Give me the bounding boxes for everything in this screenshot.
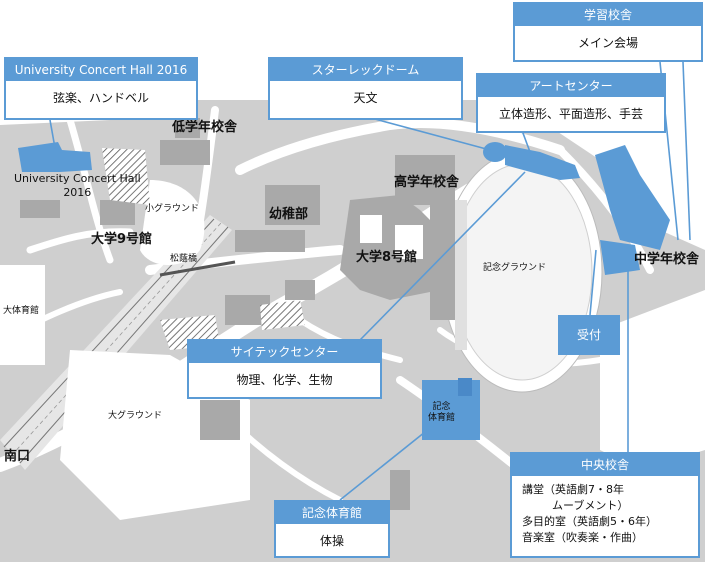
label-small-ground: 小グラウンド <box>145 204 200 214</box>
callout-learning-building[interactable]: 学習校舎 メイン会場 <box>513 2 703 62</box>
label-big-gym: 大体育館 <box>3 306 40 316</box>
big-gym-area <box>0 265 45 365</box>
callout-title: University Concert Hall 2016 <box>6 59 196 81</box>
label-concert-hall-2016: University Concert Hall 2016 <box>14 172 141 199</box>
label-middle-school: 中学年校舎 <box>634 252 700 267</box>
label-memorial-ground: 記念グラウンド <box>483 263 547 273</box>
label-low-school: 低学年校舎 <box>172 120 238 135</box>
label-univ9: 大学9号館 <box>91 232 153 247</box>
bridge-line <box>159 260 236 277</box>
label-big-ground: 大グラウンド <box>108 411 163 421</box>
callout-memorial-gym[interactable]: 記念体育館 体操 <box>274 500 390 558</box>
callout-art-center[interactable]: アートセンター 立体造形、平面造形、手芸 <box>476 73 666 133</box>
callout-body: 天文 <box>353 91 378 105</box>
callout-concert-hall[interactable]: University Concert Hall 2016 弦楽、ハンドベル <box>4 57 198 120</box>
callout-body: 弦楽、ハンドベル <box>52 91 149 105</box>
starlek-dome-building <box>483 142 507 162</box>
buildings <box>20 118 455 510</box>
highlighted-buildings <box>18 142 670 440</box>
label-memorial-gym-on-map: 記念 体育館 <box>428 402 456 423</box>
callout-title: アートセンター <box>478 75 664 97</box>
callout-reception[interactable]: 受付 <box>558 315 620 355</box>
construction-area <box>102 148 150 205</box>
callout-title: サイテックセンター <box>189 341 380 363</box>
art-center-building <box>505 145 580 180</box>
callout-body: 体操 <box>319 534 344 548</box>
learning-building <box>595 145 670 250</box>
callout-title: 学習校舎 <box>515 4 701 26</box>
label-univ8: 大学8号館 <box>356 250 418 265</box>
label-kindergarten: 幼稚部 <box>269 207 309 222</box>
middle-school-highlight <box>600 240 640 275</box>
callout-body: 立体造形、平面造形、手芸 <box>498 107 643 121</box>
callout-title: 中央校舎 <box>512 454 698 476</box>
label-south-gate: 南口 <box>4 449 31 464</box>
callout-title: スターレックドーム <box>270 59 461 81</box>
callout-body: 講堂（英語劇7・8年 ムーブメント） 多目的室（英語劇5・6年） 音楽室（吹奏楽… <box>522 483 657 544</box>
concert-hall-2016-building <box>18 142 92 172</box>
callout-starlek-dome[interactable]: スターレックドーム 天文 <box>268 57 463 120</box>
callout-body: 物理、化学、生物 <box>236 373 333 387</box>
callout-title: 記念体育館 <box>276 502 388 524</box>
callout-central-building[interactable]: 中央校舎 講堂（英語劇7・8年 ムーブメント） 多目的室（英語劇5・6年） 音楽… <box>510 452 700 558</box>
callout-scitech-center[interactable]: サイテックセンター 物理、化学、生物 <box>187 339 382 399</box>
label-high-school: 高学年校舎 <box>394 175 460 190</box>
label-bridge: 松蔭橋 <box>170 254 198 264</box>
small-ground-field <box>140 180 205 265</box>
callout-body: メイン会場 <box>577 36 638 50</box>
callout-title: 受付 <box>560 317 618 353</box>
